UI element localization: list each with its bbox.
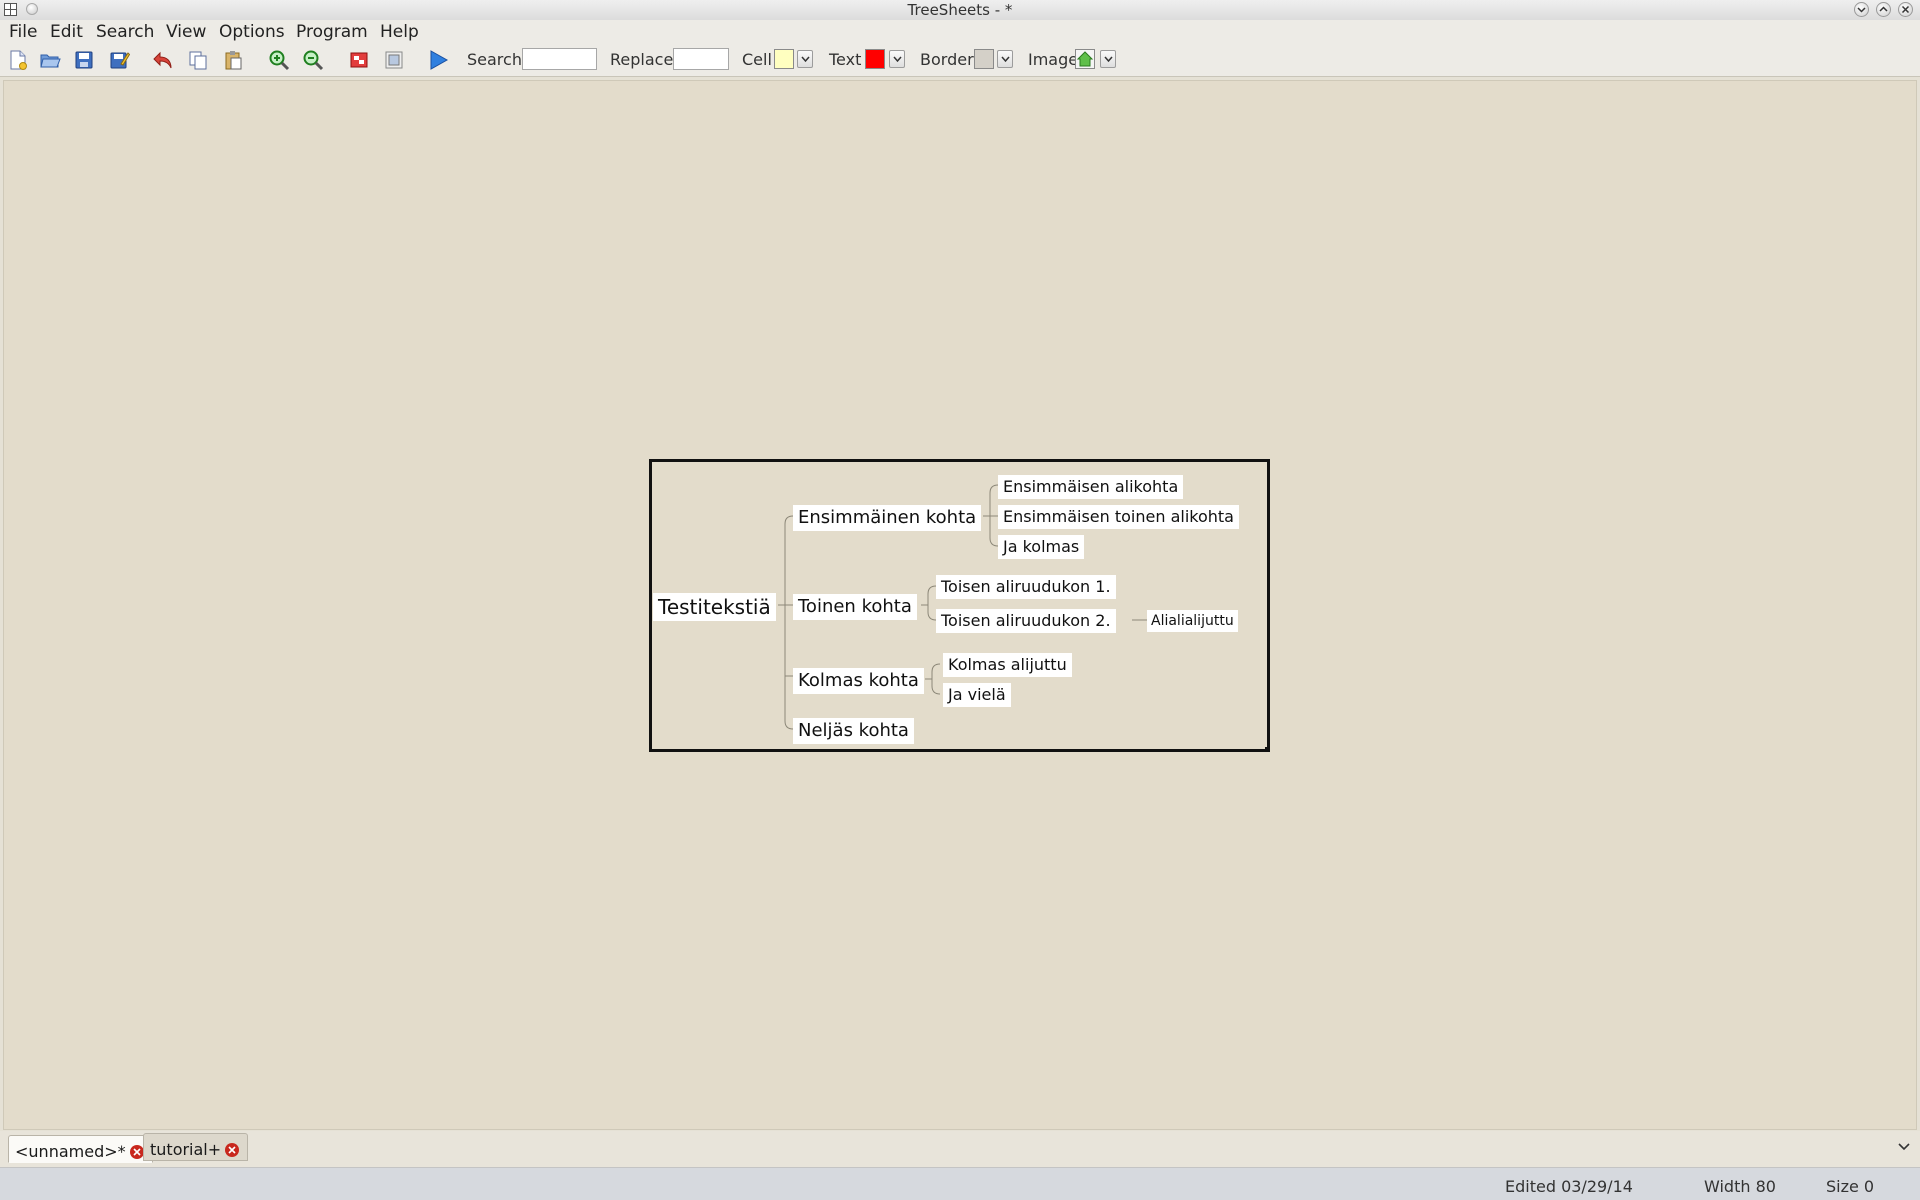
play-icon <box>430 50 449 70</box>
run-script-button[interactable] <box>427 49 449 71</box>
cell-color-dropdown[interactable] <box>797 50 813 68</box>
tab-tutorial[interactable]: tutorial+ <box>143 1133 249 1161</box>
copy-icon <box>189 51 207 70</box>
tree-item-cell[interactable]: Kolmas kohta <box>793 668 924 694</box>
save-disk-icon <box>75 51 93 69</box>
image-dropdown[interactable] <box>1100 50 1116 68</box>
replace-input[interactable] <box>673 48 729 70</box>
border-color-swatch[interactable] <box>974 49 994 69</box>
status-size: Size 0 <box>1826 1177 1875 1196</box>
tree-subitem-cell[interactable]: Ensimmäisen toinen alikohta <box>998 505 1239 529</box>
tree-root-cell[interactable]: Testitekstiä <box>653 593 776 621</box>
paste-button[interactable] <box>222 49 244 71</box>
maximize-button[interactable] <box>1876 2 1891 17</box>
picture-icon <box>385 51 403 69</box>
tree-subitem-cell[interactable]: Ja kolmas <box>998 535 1085 559</box>
tree-subitem-cell[interactable]: Toisen aliruudukon 2. <box>936 609 1116 633</box>
chevron-down-icon <box>893 56 902 63</box>
toolbar: Search Replace Cell Text Border Image <box>0 44 1920 77</box>
tree-item-cell[interactable]: Ensimmäinen kohta <box>793 505 982 531</box>
border-color-label: Border <box>920 50 974 69</box>
save-button[interactable] <box>73 49 95 71</box>
image-picker-button[interactable] <box>1075 49 1095 69</box>
menu-file[interactable]: File <box>9 22 38 42</box>
close-icon <box>1901 5 1910 14</box>
menu-program[interactable]: Program <box>296 22 368 42</box>
tree-subitem-cell[interactable]: Toisen aliruudukon 1. <box>936 575 1116 599</box>
close-tab-icon[interactable] <box>225 1143 240 1157</box>
tree-subitem-cell[interactable]: Kolmas alijuttu <box>943 653 1072 677</box>
paste-clipboard-icon <box>225 51 242 70</box>
menu-edit[interactable]: Edit <box>50 22 83 42</box>
close-tab-icon[interactable] <box>129 1145 144 1159</box>
menu-view[interactable]: View <box>166 22 207 42</box>
status-edited: Edited 03/29/14 <box>1505 1177 1633 1196</box>
tree-subitem-cell[interactable]: Ja vielä <box>943 683 1011 707</box>
chevron-down-icon <box>801 56 810 63</box>
search-input[interactable] <box>522 48 597 70</box>
tab-label: tutorial+ <box>150 1140 222 1159</box>
new-file-button[interactable] <box>7 49 29 71</box>
window-title: TreeSheets - * <box>907 1 1013 19</box>
cell-color-label: Cell <box>742 50 772 69</box>
chevron-down-icon <box>1001 56 1010 63</box>
delete-button[interactable] <box>348 49 370 71</box>
text-color-dropdown[interactable] <box>889 50 905 68</box>
zoom-out-icon <box>303 50 324 71</box>
image-label: Image <box>1028 50 1079 69</box>
app-grid-icon[interactable] <box>4 3 17 16</box>
tab-unnamed[interactable]: <unnamed>* <box>8 1135 153 1163</box>
image-button[interactable] <box>383 49 405 71</box>
copy-button[interactable] <box>187 49 209 71</box>
undo-button[interactable] <box>152 49 174 71</box>
status-width: Width 80 <box>1704 1177 1776 1196</box>
new-file-icon <box>10 50 27 70</box>
undo-arrow-icon <box>153 51 172 69</box>
search-label: Search <box>467 50 522 69</box>
document-tab-bar: <unnamed>* tutorial+ <box>0 1131 1920 1167</box>
chevron-down-icon <box>1104 56 1113 63</box>
tab-label: <unnamed>* <box>15 1142 126 1161</box>
tree-subitem-cell[interactable]: Alialialijuttu <box>1147 610 1238 632</box>
tree-item-cell[interactable]: Neljäs kohta <box>793 718 914 744</box>
menu-options[interactable]: Options <box>219 22 285 42</box>
text-color-label: Text <box>829 50 862 69</box>
close-window-button[interactable] <box>1898 2 1913 17</box>
open-file-button[interactable] <box>39 49 61 71</box>
cell-color-swatch[interactable] <box>774 49 794 69</box>
folder-open-icon <box>40 54 61 68</box>
chevron-down-icon <box>1857 7 1866 13</box>
window-menu-button[interactable] <box>26 3 38 15</box>
delete-icon <box>350 52 368 68</box>
save-as-icon <box>110 52 130 69</box>
grid-resize-handle[interactable] <box>1265 747 1270 752</box>
zoom-in-button[interactable] <box>268 49 290 71</box>
home-image-icon <box>1075 49 1095 69</box>
text-color-swatch[interactable] <box>865 49 885 69</box>
tree-item-cell[interactable]: Toinen kohta <box>793 594 917 620</box>
menu-help[interactable]: Help <box>380 22 419 42</box>
menu-search[interactable]: Search <box>96 22 155 42</box>
save-as-button[interactable] <box>108 49 130 71</box>
zoom-in-icon <box>269 50 290 71</box>
tree-subitem-cell[interactable]: Ensimmäisen alikohta <box>998 475 1184 499</box>
status-bar: Edited 03/29/14 Width 80 Size 0 <box>0 1167 1920 1200</box>
replace-label: Replace <box>610 50 674 69</box>
tab-list-chevron-icon[interactable] <box>1898 1143 1910 1151</box>
minimize-button[interactable] <box>1854 2 1869 17</box>
zoom-out-button[interactable] <box>302 49 324 71</box>
menu-bar: File Edit Search View Options Program He… <box>0 20 1920 44</box>
border-color-dropdown[interactable] <box>997 50 1013 68</box>
chevron-up-icon <box>1879 6 1888 12</box>
